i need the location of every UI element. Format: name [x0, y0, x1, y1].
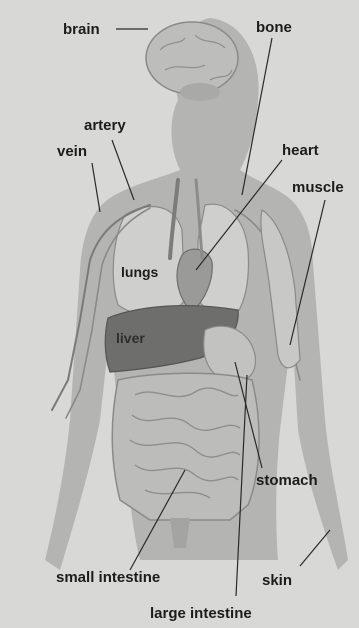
label-stomach: stomach	[256, 473, 318, 488]
leader-skin	[300, 530, 330, 566]
label-lungs: lungs	[121, 265, 158, 279]
label-muscle: muscle	[292, 180, 344, 195]
label-artery: artery	[84, 118, 126, 133]
label-small-intestine: small intestine	[56, 570, 160, 585]
label-brain: brain	[63, 22, 100, 37]
label-vein: vein	[57, 144, 87, 159]
label-large-intestine: large intestine	[150, 606, 252, 621]
label-liver: liver	[116, 331, 145, 345]
label-heart: heart	[282, 143, 319, 158]
label-bone: bone	[256, 20, 292, 35]
label-skin: skin	[262, 573, 292, 588]
leader-vein	[92, 163, 100, 212]
